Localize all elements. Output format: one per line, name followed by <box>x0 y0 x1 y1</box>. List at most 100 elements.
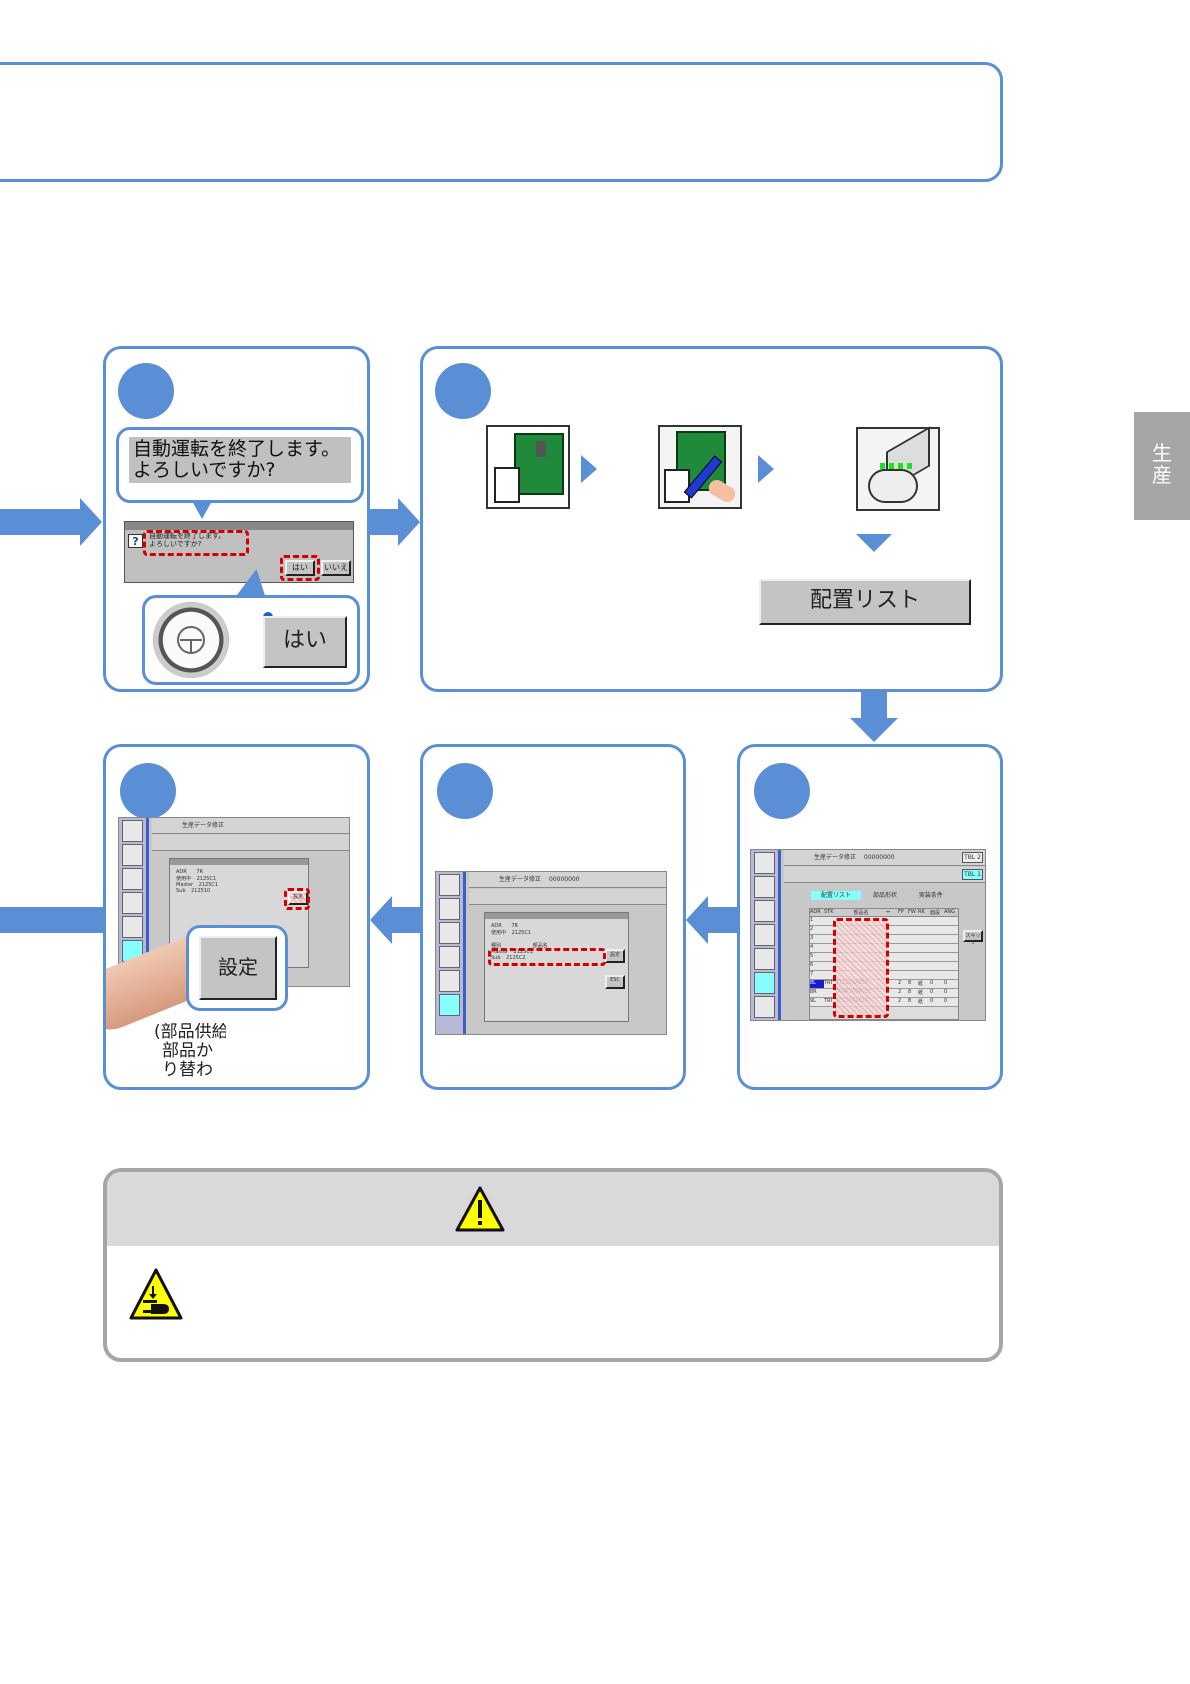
cycle-icon[interactable] <box>754 876 775 898</box>
tab-layout-list[interactable]: 配置リスト <box>811 891 862 900</box>
table-cell <box>898 917 908 925</box>
next-arrow-2 <box>758 455 774 483</box>
set-button-large[interactable]: 設定 <box>199 936 277 1000</box>
note-line: り替わ <box>162 1060 213 1080</box>
board-icon[interactable] <box>439 922 460 944</box>
table-cell: 3 <box>810 935 814 941</box>
home-icon[interactable] <box>439 874 460 896</box>
popup-in-use-label: 使用中 <box>491 930 507 936</box>
table-cell: 9L <box>810 998 816 1004</box>
table-2-button[interactable]: TBL 2 <box>962 852 983 863</box>
dialog-message-small: 自動運転を終了します。 よろしいですか? <box>149 532 226 548</box>
table-cell <box>908 971 918 979</box>
yes-button-large[interactable]: はい <box>263 616 347 668</box>
popup-row-part: 2125C1 <box>198 882 219 888</box>
popup-row-type: Master <box>176 882 194 888</box>
alarm-icon[interactable] <box>754 948 775 970</box>
step5-number-dot <box>754 763 810 819</box>
side-tab-production[interactable]: 生 産 <box>1134 412 1190 520</box>
feeder-icon[interactable] <box>856 426 940 511</box>
col-stk: STK <box>824 909 834 915</box>
no-button[interactable]: いいえ <box>321 560 351 576</box>
graph-icon[interactable] <box>754 924 775 946</box>
table-cell <box>898 944 908 952</box>
table-cell: 8L <box>810 980 824 988</box>
machine-icon[interactable] <box>439 970 460 992</box>
yes-zoom-bubble: はい <box>142 595 360 685</box>
layout-list-button[interactable]: 配置リスト <box>759 579 971 625</box>
flow-arrow-head-4-3 <box>370 896 392 944</box>
screen-title: 生産データ修正 <box>499 876 542 883</box>
board-icon-2[interactable] <box>122 892 143 914</box>
table-cell <box>944 944 956 952</box>
board-icon-2[interactable] <box>439 946 460 968</box>
table-cell <box>930 935 944 943</box>
screen-left-nav <box>119 818 149 986</box>
step3-number-dot <box>120 763 176 819</box>
production-data-icon[interactable] <box>486 425 570 509</box>
table-cell <box>918 944 930 952</box>
edit-icon[interactable] <box>754 972 775 994</box>
message-highlight <box>143 530 249 556</box>
edit-production-data-icon[interactable] <box>658 425 742 509</box>
side-tab-label: 生 産 <box>1152 441 1172 487</box>
skip-button[interactable]: スキップ <box>963 930 983 946</box>
table-cell <box>930 953 944 961</box>
machine-icon[interactable] <box>754 996 775 1018</box>
flow-arrow-shaft-5-4 <box>706 907 737 933</box>
step4-panel: 生産データ修正 00000000 ADR 7R 使用中 2125C1 種別 部品… <box>420 744 686 1090</box>
flow-arrow-head-in <box>80 498 102 546</box>
machine-icon[interactable] <box>122 916 143 938</box>
substitute-parts-screen: 生産データ修正 00000000 ADR 7R 使用中 2125C1 種別 部品… <box>435 871 667 1035</box>
production-data-icon[interactable] <box>754 900 775 922</box>
col-fp: FP <box>898 909 904 915</box>
master-row-highlight <box>488 948 606 966</box>
tab-part-shape[interactable]: 部品形状 <box>872 892 897 899</box>
table-cell <box>918 935 930 943</box>
table-cell: 5 <box>810 953 814 959</box>
layout-list-screen: 生産データ修正 00000000 TBL 2 TBL 1 配置リスト 部品形状 … <box>750 849 986 1021</box>
table-cell: 4 <box>810 944 814 950</box>
table-1-button[interactable]: TBL 1 <box>962 869 983 880</box>
screen-title: 生産データ修正 <box>182 822 225 829</box>
table-cell: 7 <box>810 971 814 977</box>
popup-part-label: 部品名 <box>532 943 548 949</box>
col-swap: ⇔ <box>886 909 891 915</box>
table-cell <box>918 917 930 925</box>
popup-row-type: Master <box>491 949 509 955</box>
dialog-message-large: 自動運転を終了します。 よろしいですか? <box>129 437 351 483</box>
cycle-icon[interactable] <box>439 898 460 920</box>
table-cell: 8 <box>908 998 912 1004</box>
substitute-popup: ADR 7R 使用中 2125C1 種別 部品名 Master 2125C1 S… <box>484 912 629 1022</box>
col-fw: FW <box>908 909 916 915</box>
table-cell: 0 <box>930 989 934 995</box>
set-button[interactable]: 設定 <box>605 949 625 963</box>
table-cell: 0 <box>944 980 948 986</box>
set-button-highlight <box>284 888 310 910</box>
confirm-dialog: ? 自動運転を終了します。 よろしいですか? はい いいえ <box>124 521 354 583</box>
home-icon[interactable] <box>122 820 143 842</box>
production-data-icon[interactable] <box>439 994 460 1016</box>
popup-in-use-label: 使用中 <box>176 876 192 882</box>
table-cell <box>908 917 918 925</box>
note-line: 部品か <box>162 1041 213 1061</box>
table-cell <box>898 971 908 979</box>
caution-header <box>107 1172 999 1246</box>
board-icon[interactable] <box>122 868 143 890</box>
table-cell: 紙 <box>918 999 924 1005</box>
yes-button[interactable]: はい <box>285 560 315 576</box>
flow-arrow-shaft-1-2 <box>370 509 400 535</box>
table-cell: 0 <box>930 998 934 1004</box>
col-men: 面設 <box>930 910 941 916</box>
popup-adr-value: 7R <box>196 869 203 875</box>
tab-mount-cond[interactable]: 実装条件 <box>918 892 943 899</box>
table-cell: 2 <box>898 998 902 1004</box>
esc-button[interactable]: ESC <box>605 975 625 989</box>
table-cell <box>944 962 956 970</box>
flow-arrow-shaft-4-3 <box>390 907 420 933</box>
part-name-highlight <box>833 918 889 1018</box>
screen-toolbar <box>469 889 666 905</box>
cycle-icon[interactable] <box>122 844 143 866</box>
screen-file-name: 00000000 <box>864 854 895 861</box>
home-icon[interactable] <box>754 852 775 874</box>
